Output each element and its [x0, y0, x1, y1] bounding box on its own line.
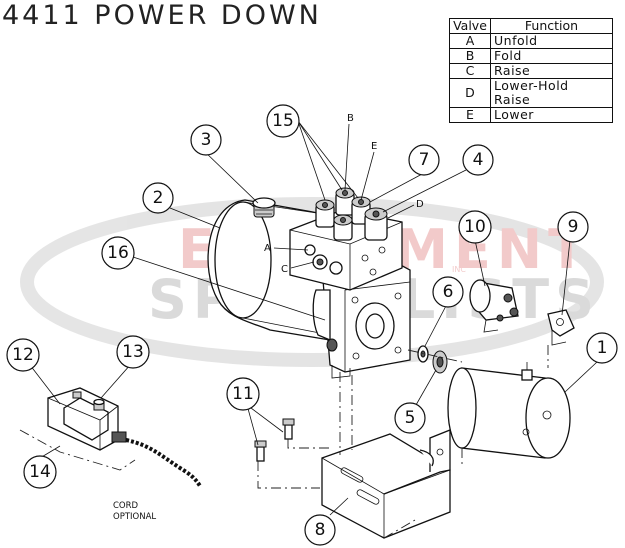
svg-text:16: 16	[107, 243, 129, 263]
callout-7: 7	[408, 144, 440, 176]
cord-note-line1: CORD	[113, 501, 139, 511]
pump-gear	[432, 350, 448, 374]
column-header-valve: Valve	[449, 18, 491, 34]
svg-text:3: 3	[201, 130, 212, 150]
svg-text:15: 15	[272, 111, 294, 131]
mounting-bracket	[321, 429, 451, 539]
port-labels: A B C D E	[264, 113, 424, 275]
filler-cap	[252, 197, 276, 218]
svg-text:6: 6	[443, 282, 454, 302]
svg-text:1: 1	[597, 338, 608, 358]
leader-lines	[29, 120, 598, 516]
callout-3: 3	[190, 124, 222, 156]
callout-15: 15	[266, 104, 300, 138]
svg-text:8: 8	[315, 520, 326, 540]
svg-text:10: 10	[464, 217, 486, 237]
svg-text:13: 13	[122, 342, 144, 362]
port-label-c: C	[281, 264, 288, 275]
callout-11: 11	[226, 377, 260, 411]
electric-motor	[447, 362, 571, 459]
svg-text:9: 9	[568, 217, 579, 237]
bolts	[254, 418, 295, 462]
port-label-b: B	[347, 113, 354, 124]
hand-control	[19, 387, 202, 488]
callout-12: 12	[6, 338, 40, 372]
solenoid-bracket	[547, 309, 575, 346]
motor-solenoid	[469, 279, 519, 333]
table-row: E Lower	[449, 107, 613, 123]
svg-text:14: 14	[29, 462, 51, 482]
callout-9: 9	[557, 211, 589, 243]
callout-14: 14	[23, 455, 57, 489]
callout-6: 6	[432, 276, 464, 308]
pump-base	[312, 261, 411, 379]
callout-10: 10	[458, 210, 492, 244]
coupler	[417, 345, 429, 363]
table-row: D Lower-Hold Raise	[449, 78, 613, 108]
function-cell: Lower	[490, 107, 613, 123]
port-label-e: E	[371, 141, 377, 152]
callout-13: 13	[116, 335, 150, 369]
svg-text:5: 5	[405, 408, 416, 428]
svg-text:11: 11	[232, 384, 254, 404]
valve-cell: D	[449, 78, 491, 108]
function-cell: Lower-Hold Raise	[490, 78, 613, 108]
callout-8: 8	[304, 514, 336, 546]
assembly-lines	[257, 345, 549, 539]
svg-text:2: 2	[153, 188, 164, 208]
svg-text:7: 7	[419, 150, 430, 170]
callout-2: 2	[142, 182, 174, 214]
valve-function-table: Valve Function A Unfold B Fold C Raise D…	[449, 18, 613, 123]
diagram-title: 4411 POWER DOWN	[2, 0, 322, 31]
callout-5: 5	[394, 402, 426, 434]
cord-note-line2: OPTIONAL	[113, 512, 156, 522]
watermark-inc: INC	[452, 265, 466, 274]
callout-4: 4	[462, 144, 494, 176]
callout-1: 1	[586, 332, 618, 364]
callout-16: 16	[101, 236, 135, 270]
port-label-a: A	[264, 243, 271, 254]
svg-text:4: 4	[473, 150, 484, 170]
svg-text:12: 12	[12, 345, 34, 365]
port-label-d: D	[416, 199, 424, 210]
